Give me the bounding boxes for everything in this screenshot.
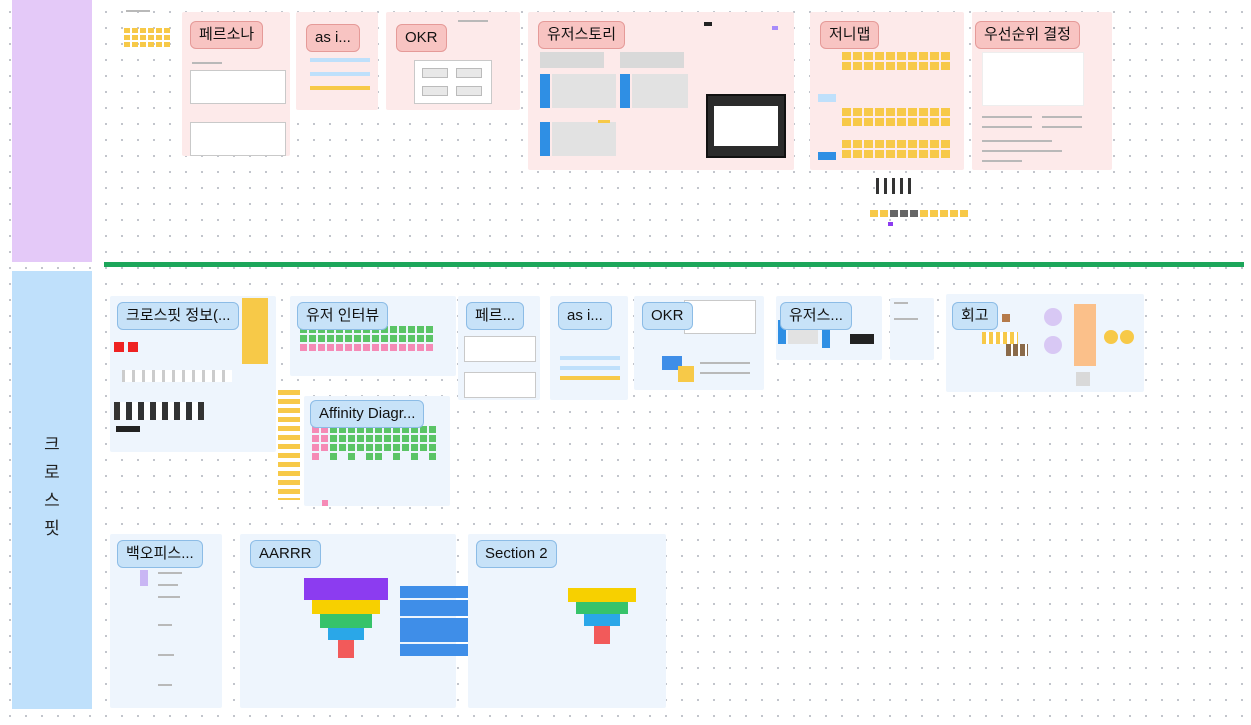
okr-board	[414, 60, 492, 104]
funnel-referral	[328, 628, 364, 640]
funnel-acquisition	[304, 578, 388, 600]
crossfit-side-stickies	[278, 390, 300, 500]
journey-stickies	[842, 108, 950, 126]
lane-crossfit: 크로스핏	[12, 271, 92, 709]
section-title-2[interactable]: Section 2	[476, 540, 557, 568]
funnel-activation	[312, 600, 380, 614]
section-title-userstory[interactable]: 유저스토리	[538, 21, 626, 49]
section-title-priority[interactable]: 우선순위 결정	[975, 21, 1080, 49]
section-title-affinity[interactable]: Affinity Diagr...	[310, 400, 425, 428]
story-block	[540, 74, 550, 108]
section-title-backoffice[interactable]: 백오피스...	[117, 540, 203, 568]
section-title-crossfit-persona[interactable]: 페르...	[466, 302, 525, 330]
priority-card	[982, 52, 1084, 106]
retro-column	[1074, 304, 1096, 366]
section-2[interactable]	[468, 534, 666, 708]
section-title-crossfit-asis[interactable]: as i...	[558, 302, 612, 330]
aarrr-funnel	[300, 578, 388, 658]
story-screenshot	[706, 94, 786, 158]
section-title-journeymap[interactable]: 저니맵	[820, 21, 880, 49]
section-title-aarrr[interactable]: AARRR	[250, 540, 321, 568]
funnel-revenue	[338, 640, 354, 658]
section-crossfit-blank[interactable]	[890, 298, 934, 360]
section-title-crossfit-okr[interactable]: OKR	[642, 302, 693, 330]
journey-extra	[866, 176, 970, 226]
section-title-okr[interactable]: OKR	[396, 24, 447, 52]
journey-stickies	[842, 52, 950, 70]
section-retro[interactable]	[946, 294, 1144, 392]
section-title-asis[interactable]: as i...	[306, 24, 360, 52]
lane-divider	[104, 262, 1244, 267]
journey-stickies	[842, 140, 950, 158]
section-title-user-interview[interactable]: 유저 인터뷰	[297, 302, 389, 330]
overview-thumbnail[interactable]	[122, 8, 174, 70]
section-title-crossfit-userstory[interactable]: 유저스...	[780, 302, 852, 330]
persona-card	[190, 70, 286, 104]
affinity-stickies	[312, 426, 436, 460]
section-title-crossfit-info[interactable]: 크로스핏 정보(...	[117, 302, 240, 330]
lane-top	[12, 0, 92, 262]
section2-funnel	[568, 588, 636, 650]
persona-card	[190, 122, 286, 156]
story-block	[540, 52, 604, 68]
lane-crossfit-label: 크로스핏	[44, 435, 60, 538]
funnel-retention	[320, 614, 372, 628]
section-title-persona[interactable]: 페르소나	[190, 21, 264, 49]
section-title-retro[interactable]: 회고	[952, 302, 998, 330]
